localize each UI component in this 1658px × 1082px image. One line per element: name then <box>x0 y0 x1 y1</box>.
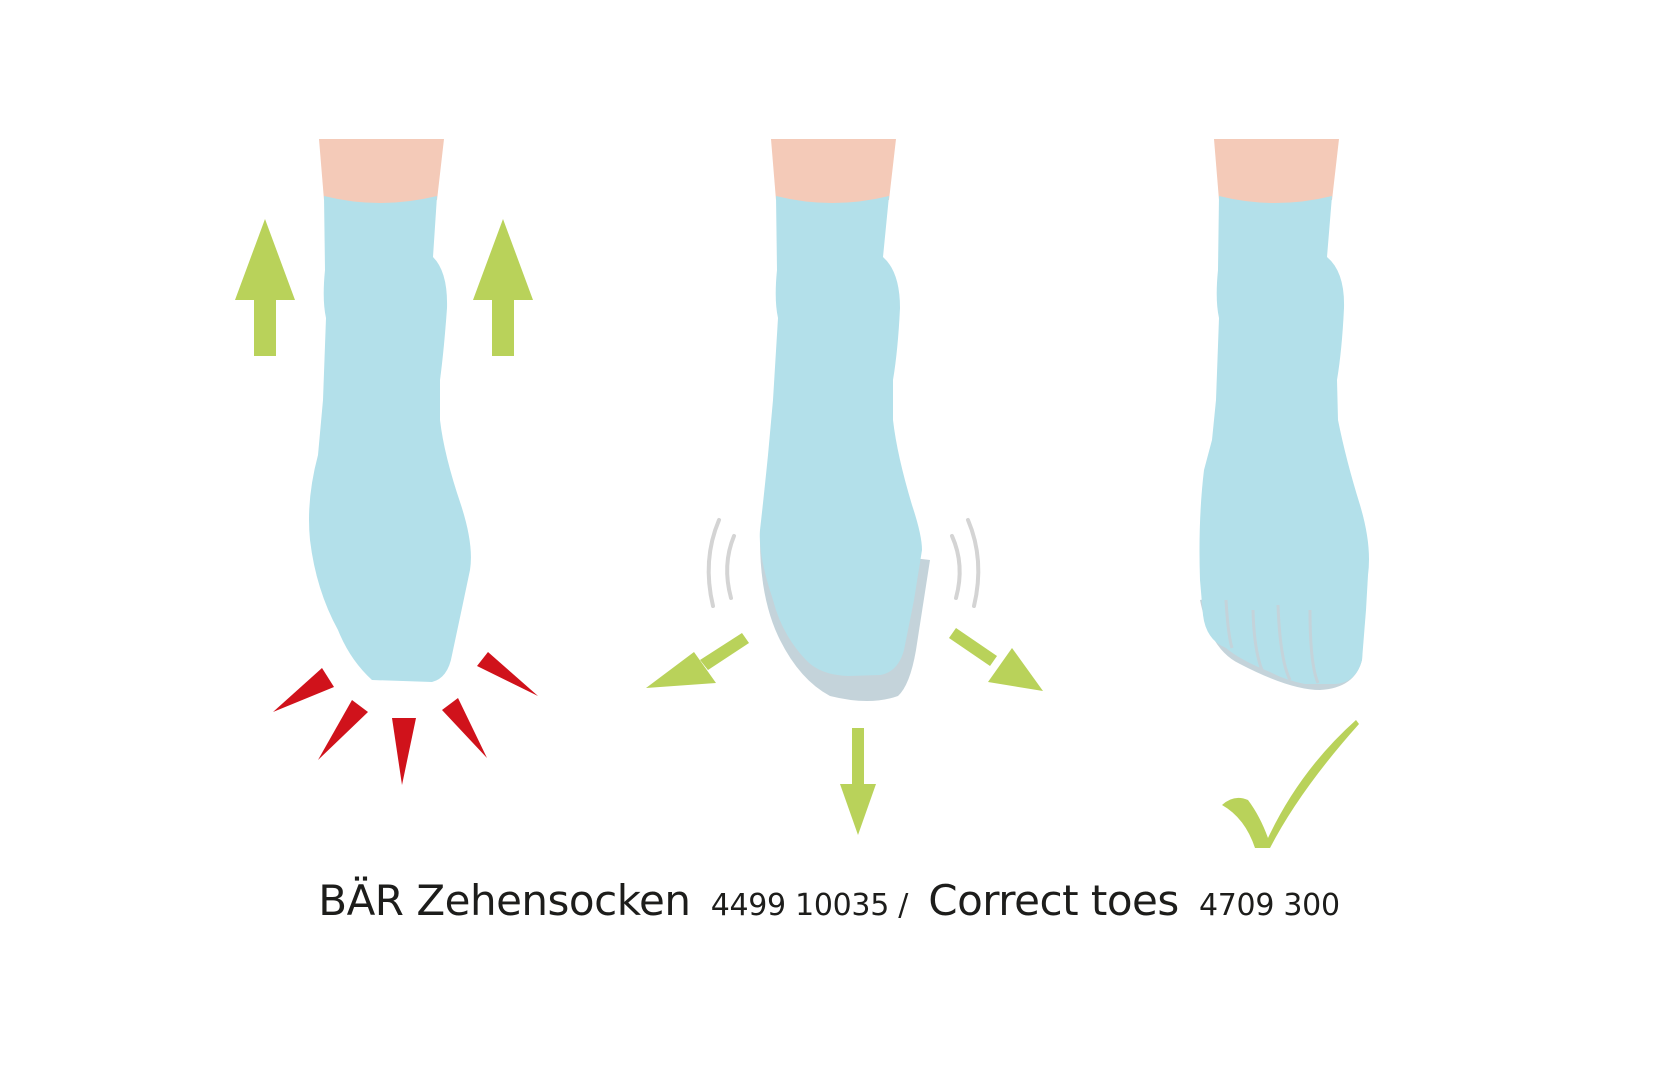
caption: BÄR Zehensocken 4499 10035 / Correct toe… <box>0 880 1658 922</box>
sock <box>759 196 922 676</box>
up-arrow-icon <box>235 219 295 356</box>
pressure-spike-icon <box>273 668 334 712</box>
motion-lines-icon <box>950 518 981 608</box>
leg-skin <box>771 139 896 206</box>
leg-skin <box>1214 139 1339 206</box>
up-arrow-icon <box>473 219 533 356</box>
sock <box>309 196 471 682</box>
caption-code-1: 4499 10035 / <box>710 888 909 923</box>
toe-separations <box>1224 599 1320 684</box>
pressure-spikes <box>273 652 538 785</box>
down-right-arrow-icon <box>949 628 1043 691</box>
pressure-spike-icon <box>442 698 487 758</box>
pressure-spike-icon <box>477 652 538 696</box>
caption-product-1: BÄR Zehensocken <box>318 876 691 925</box>
down-arrow-icon <box>840 728 876 835</box>
sock <box>1199 196 1369 684</box>
checkmark-icon <box>1222 720 1359 848</box>
caption-product-2: Correct toes <box>928 876 1179 925</box>
motion-lines-icon <box>706 518 736 608</box>
pressure-spike-icon <box>318 700 368 760</box>
panel-standard-sock-squeezed <box>235 139 538 785</box>
down-left-arrow-icon <box>646 633 749 688</box>
panel-standard-sock-slipping <box>646 139 1043 835</box>
caption-code-2: 4709 300 <box>1198 888 1340 923</box>
leg-skin <box>319 139 444 206</box>
pressure-spike-icon <box>392 718 416 785</box>
panel-toe-sock-correct <box>1199 139 1369 848</box>
